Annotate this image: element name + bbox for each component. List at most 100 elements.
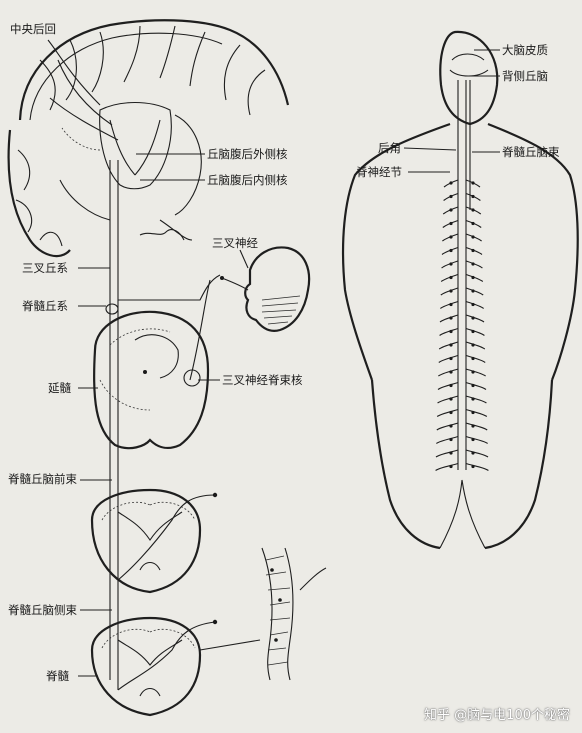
spinal-nerve-branch [465,408,488,417]
label-spinal-trigeminal-nucleus: 三叉神经脊束核 [222,373,303,387]
spinal-ganglion-dot [449,208,453,212]
spinal-nerve-branch [439,314,459,323]
spinal-ganglion-dot [471,221,475,226]
label-central-gyrus: 中央后回 [10,22,56,36]
spinal-nerve-branch [465,273,484,282]
spinal-ganglion-dot [471,383,475,388]
spinal-cord-lower [90,616,261,717]
spinal-ganglion-dot [471,302,475,307]
spinal-ganglion-dot [471,316,475,320]
label-posterior-horn: 后角 [378,141,401,155]
spinal-nerve-branch [465,395,487,404]
ascending-tracts [105,160,221,690]
spinal-nerve-branch [465,327,485,336]
spinal-ganglion-dot [471,194,475,199]
medulla-section [93,310,210,450]
spinal-ganglion-dot [471,356,475,361]
body-back-view [341,30,579,550]
spinal-ganglion-dot [471,343,475,347]
spinal-nerve-branch [465,449,489,458]
spinal-nerve-branch [440,287,459,296]
spinal-ganglion-dot [449,356,453,361]
spinal-ganglion-dot [471,370,475,374]
spinal-ganglion-dot [449,316,453,320]
label-spinal-ganglion: 脊神经节 [356,165,402,179]
spinal-ganglion-dot [449,464,453,469]
spinal-nerve-branch [437,395,459,404]
label-vpm: 丘脑腹后内侧核 [207,173,288,187]
spinal-nerve-branch [465,260,483,269]
brain-section [7,19,290,258]
spinal-ganglion-dot [471,235,475,239]
spinal-nerve-branch [465,354,486,363]
spinal-ganglion-dot [471,451,475,455]
spinal-nerve-branch [465,462,489,471]
spinal-nerve-branch [440,300,459,309]
spinal-ganglion-dot [471,424,475,428]
spinal-ganglion-dot [449,383,453,388]
spinal-ganglion-dot [471,181,475,185]
spinal-nerve-branch [441,246,459,255]
head-profile [220,246,311,332]
label-spinal-lemniscus: 脊髓丘系 [22,299,68,313]
spinal-nerve-branch [465,246,483,255]
spinal-ganglion-dot [449,221,453,226]
label-anterior-spinothalamic: 脊髓丘脑前束 [8,472,77,486]
spinal-ganglion-dot [449,424,453,428]
spinal-ganglion-dot [449,343,453,347]
skin-sample [261,547,327,681]
spinal-nerve-branch [465,287,484,296]
spinal-ganglion-dot [471,464,475,469]
spinal-nerve-branch [435,462,459,471]
label-spinothalamic-tract: 脊髓丘脑束 [502,145,560,159]
label-medulla: 延髓 [48,381,71,395]
spinal-ganglion-dot [449,437,453,442]
label-vpl: 丘脑腹后外侧核 [207,147,288,161]
spinal-cord-upper [90,488,218,594]
spinal-ganglion-dot [471,437,475,442]
spinal-nerve-branch [465,381,487,390]
spinal-nerve-branch [438,341,459,350]
spinal-nerve-branch [465,422,488,431]
leader-lines [47,39,500,677]
spinal-ganglion-dot [449,302,453,307]
spinal-ganglion-dot [471,262,475,266]
spinal-ganglion-dot [449,410,453,415]
spinal-nerves [435,179,489,471]
label-spinal-cord: 脊髓 [46,669,69,683]
spinal-ganglion-dot [471,410,475,415]
spinal-ganglion-dot [449,235,453,239]
spinal-ganglion-dot [471,397,475,401]
label-lateral-spinothalamic: 脊髓丘脑侧束 [8,603,77,617]
spinal-nerve-branch [439,327,459,336]
spinal-ganglion-dot [449,275,453,280]
spinal-nerve-branch [437,381,459,390]
spinal-nerve-branch [465,368,486,377]
spinal-nerve-branch [441,260,459,269]
spinal-ganglion-dot [471,329,475,334]
spinal-nerve-branch [436,422,459,431]
spinal-ganglion-dot [471,275,475,280]
spinal-ganglion-dot [471,289,475,293]
spinal-ganglion-dot [449,194,453,199]
label-trigeminothalamic: 三叉丘系 [22,261,68,275]
spinal-nerve-branch [440,273,459,282]
spinal-nerve-branch [465,435,488,444]
spinal-ganglion-dot [471,208,475,212]
spinal-ganglion-dot [449,329,453,334]
watermark: 知乎 @脑与电100个秘密 [424,708,570,723]
spinal-nerve-branch [435,449,459,458]
spinal-ganglion-dot [449,289,453,293]
label-cortex: 大脑皮质 [502,43,548,57]
spinal-nerve-branch [465,341,486,350]
spinal-ganglion-dot [449,262,453,266]
label-trigeminal-nerve: 三叉神经 [212,236,258,250]
spinal-nerve-branch [438,368,459,377]
spinal-nerve-branch [436,408,459,417]
label-dorsal-thalamus: 背侧丘脑 [502,69,548,83]
spinal-nerve-branch [436,435,459,444]
spinal-ganglion-dot [471,248,475,253]
spinal-nerve-branch [465,314,485,323]
